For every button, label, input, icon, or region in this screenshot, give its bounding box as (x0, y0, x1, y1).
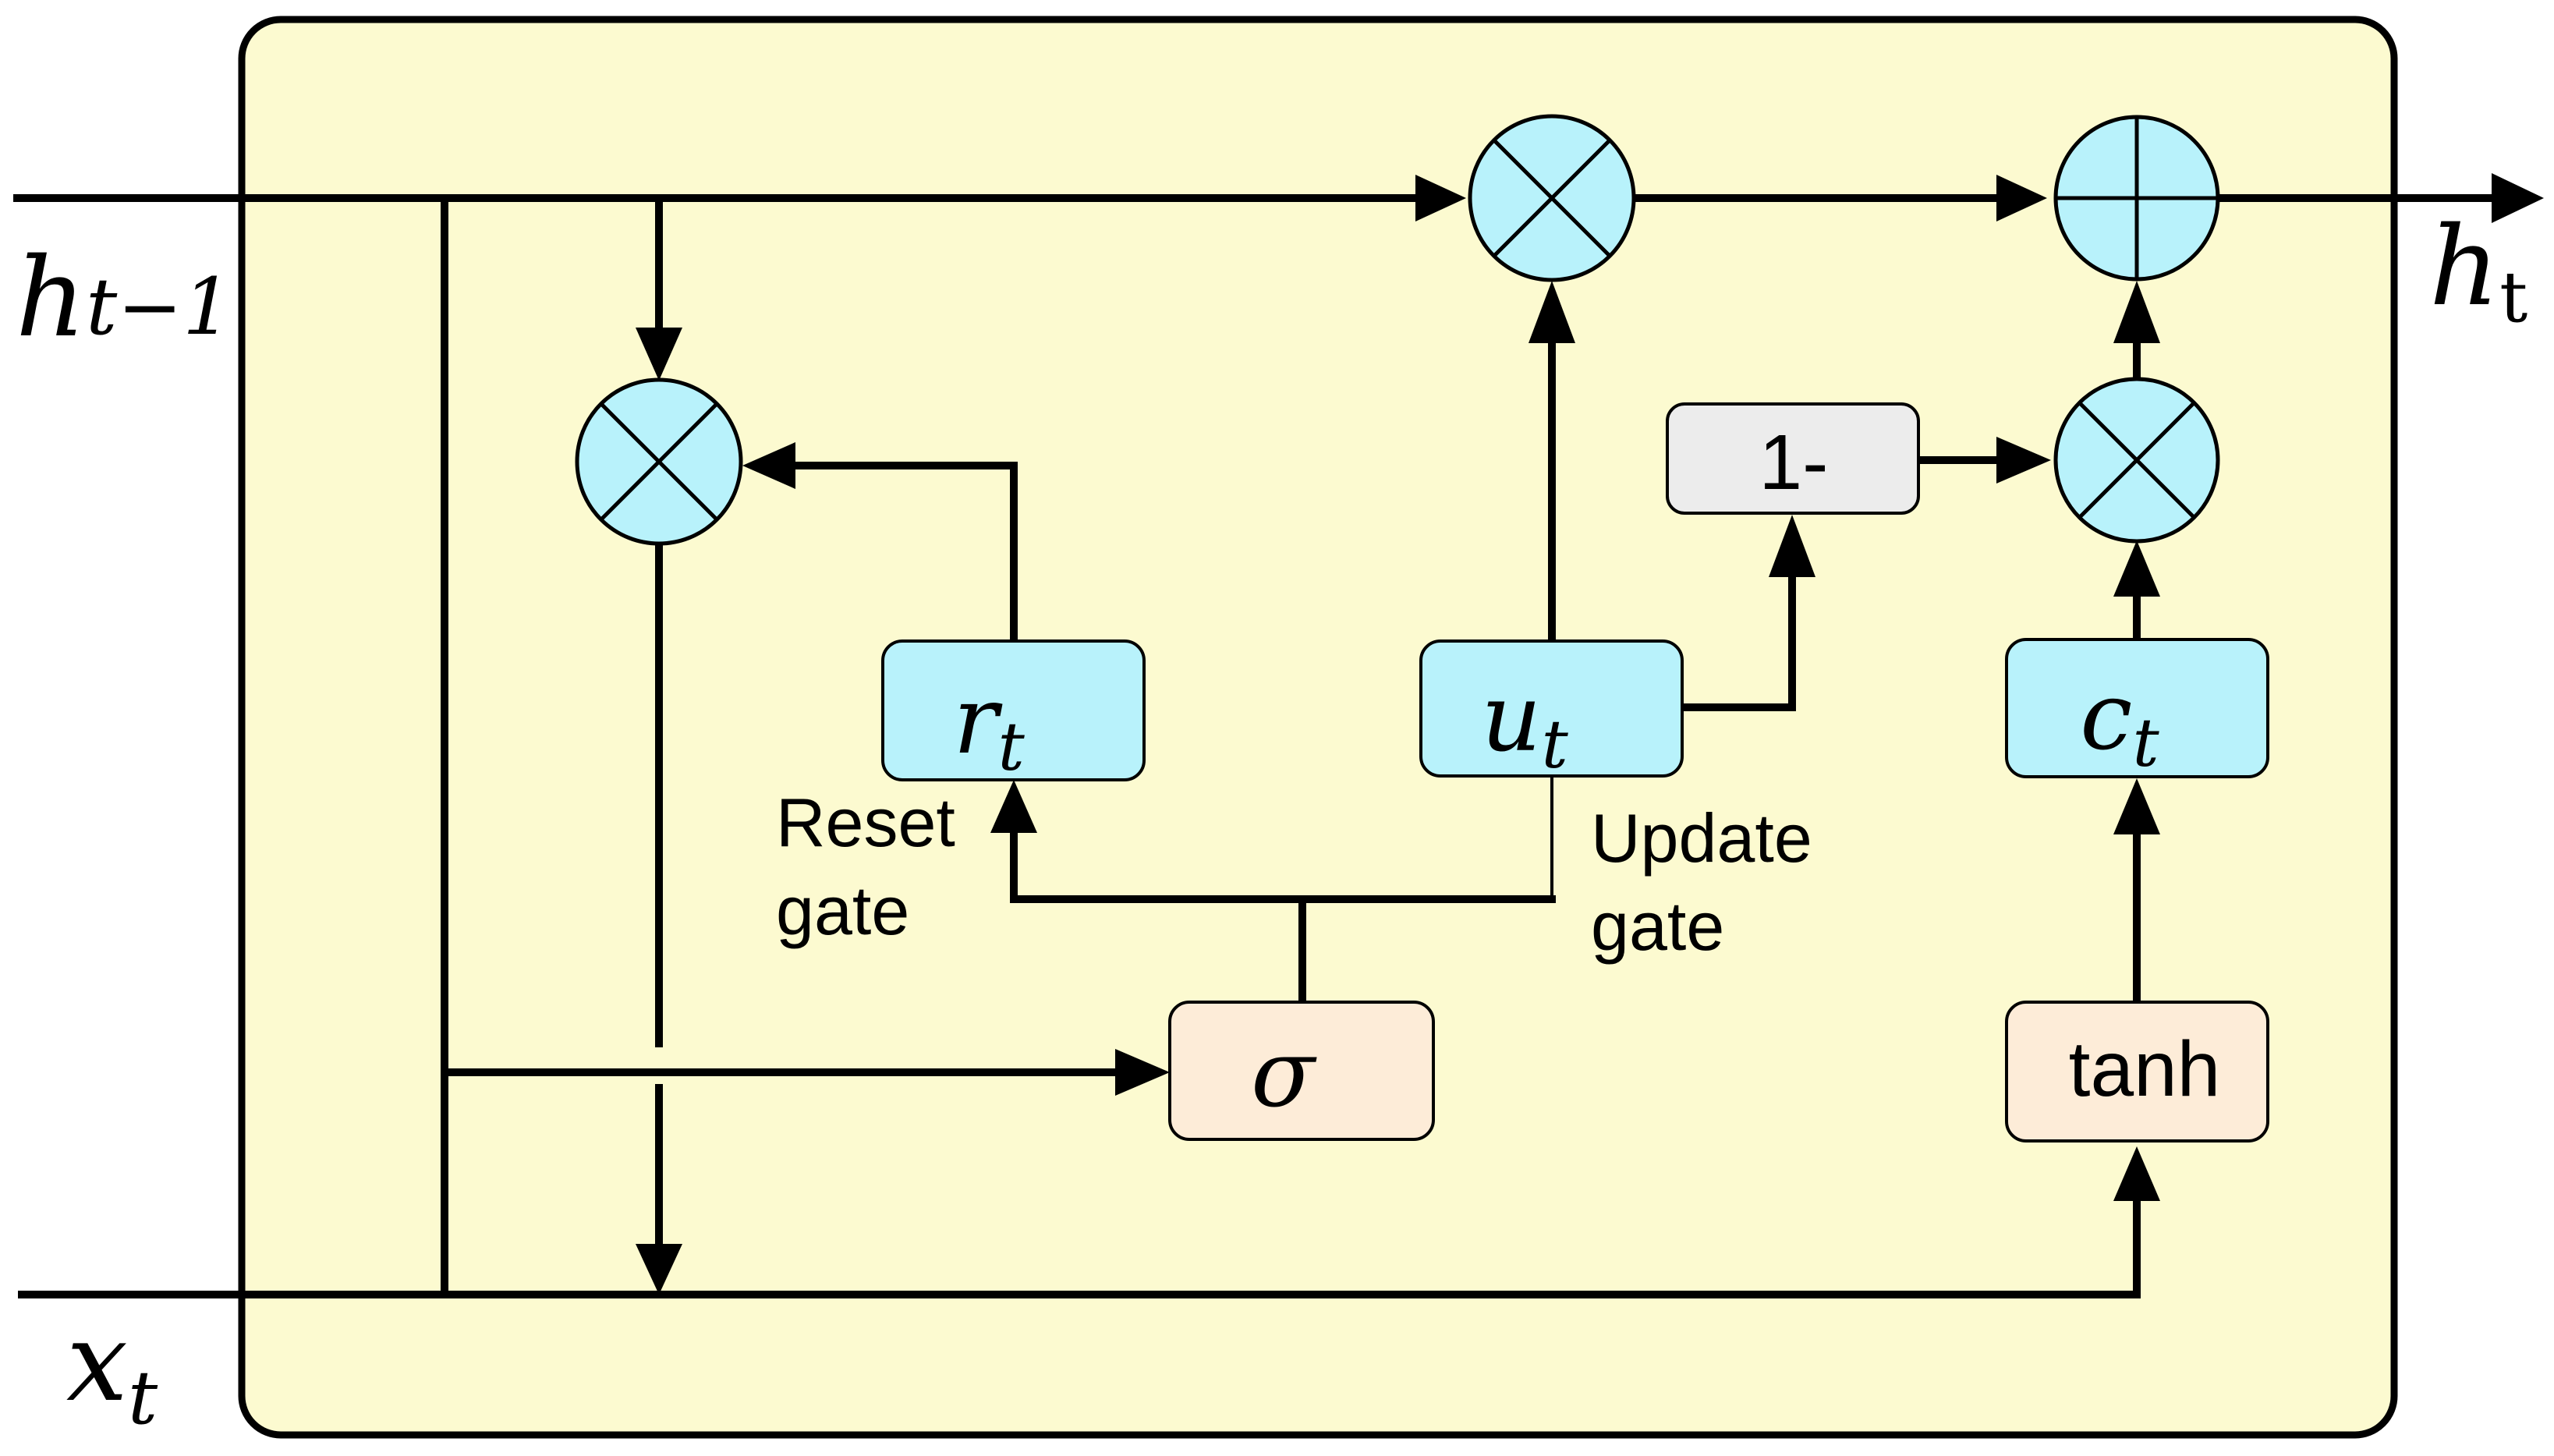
cell-boundary (238, 16, 2398, 1439)
add-operator (2053, 115, 2220, 282)
update-gate-label: Update gate (1591, 799, 1831, 965)
arrowhead (2113, 778, 2160, 834)
tanh-box: tanh (2005, 1001, 2269, 1142)
arrowhead (1115, 1049, 1170, 1096)
arrowhead (1996, 175, 2047, 221)
output-arrowhead (2492, 173, 2544, 223)
arrowhead (2113, 1146, 2160, 1201)
arrowhead (1529, 281, 1575, 343)
arrowhead (636, 328, 682, 381)
one-minus-label: 1- (1759, 419, 1829, 506)
reset-multiply-operator (575, 377, 743, 546)
svg-text:ut: ut (1481, 664, 1568, 784)
update-gate-subscript: t (1542, 707, 1569, 784)
candidate-multiply-operator (2053, 377, 2220, 544)
sigma-label: σ (1251, 1020, 1317, 1128)
svg-text:rt: rt (953, 667, 1025, 786)
x-label: xt (66, 1299, 158, 1441)
wires (13, 173, 2544, 1298)
update-multiply-operator (1468, 114, 1636, 282)
arrowhead (742, 442, 795, 489)
candidate-box: ct (2005, 638, 2269, 782)
sigma-box: σ (1168, 1001, 1435, 1141)
candidate-subscript: t (2133, 705, 2160, 782)
arrowhead (2113, 281, 2160, 343)
update-gate-box: ut (1419, 639, 1684, 784)
arrowhead (2113, 540, 2160, 597)
update-gate-symbol: u (1481, 664, 1541, 773)
reset-gate-box: rt (881, 639, 1146, 786)
svg-text:ct: ct (2080, 663, 2159, 782)
arrowhead (1415, 175, 1466, 221)
arrowhead (990, 780, 1037, 833)
h-out-label: ht (2429, 204, 2527, 338)
reset-gate-symbol: r (953, 667, 1003, 775)
arrowhead (1769, 515, 1815, 577)
tanh-label: tanh (2069, 1026, 2221, 1113)
arrowhead (1996, 437, 2051, 484)
candidate-symbol: c (2080, 663, 2132, 771)
h-prev-label: ht−1 (16, 235, 232, 362)
reset-gate-subscript: t (998, 709, 1025, 786)
one-minus-box: 1- (1666, 402, 1920, 515)
arrowhead (636, 1244, 682, 1295)
reset-gate-label: Reset gate (776, 784, 974, 949)
